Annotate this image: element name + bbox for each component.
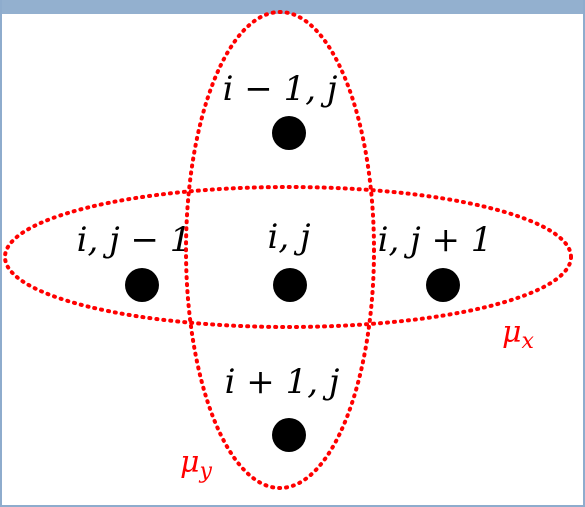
vertical-ellipse [184, 10, 376, 490]
node-dot-center [273, 268, 307, 302]
node-label-center: i, j [267, 217, 310, 257]
mu-x-symbol: μ [502, 315, 522, 350]
node-dot-right [426, 268, 460, 302]
node-label-top: i − 1, j [223, 69, 338, 109]
node-label-right: i, j + 1 [378, 220, 493, 260]
horizontal-ellipse [3, 185, 573, 329]
node-dot-left [125, 268, 159, 302]
mu-y-label: μy [180, 445, 213, 484]
node-dot-bottom [272, 418, 306, 452]
title-bar [2, 0, 583, 14]
mu-x-label: μx [502, 315, 535, 354]
node-dot-top [272, 116, 306, 150]
node-label-bottom: i + 1, j [225, 362, 340, 402]
mu-y-subscript: y [199, 459, 213, 484]
mu-x-subscript: x [522, 329, 535, 354]
mu-y-symbol: μ [180, 445, 200, 480]
node-label-left: i, j − 1 [77, 220, 192, 260]
